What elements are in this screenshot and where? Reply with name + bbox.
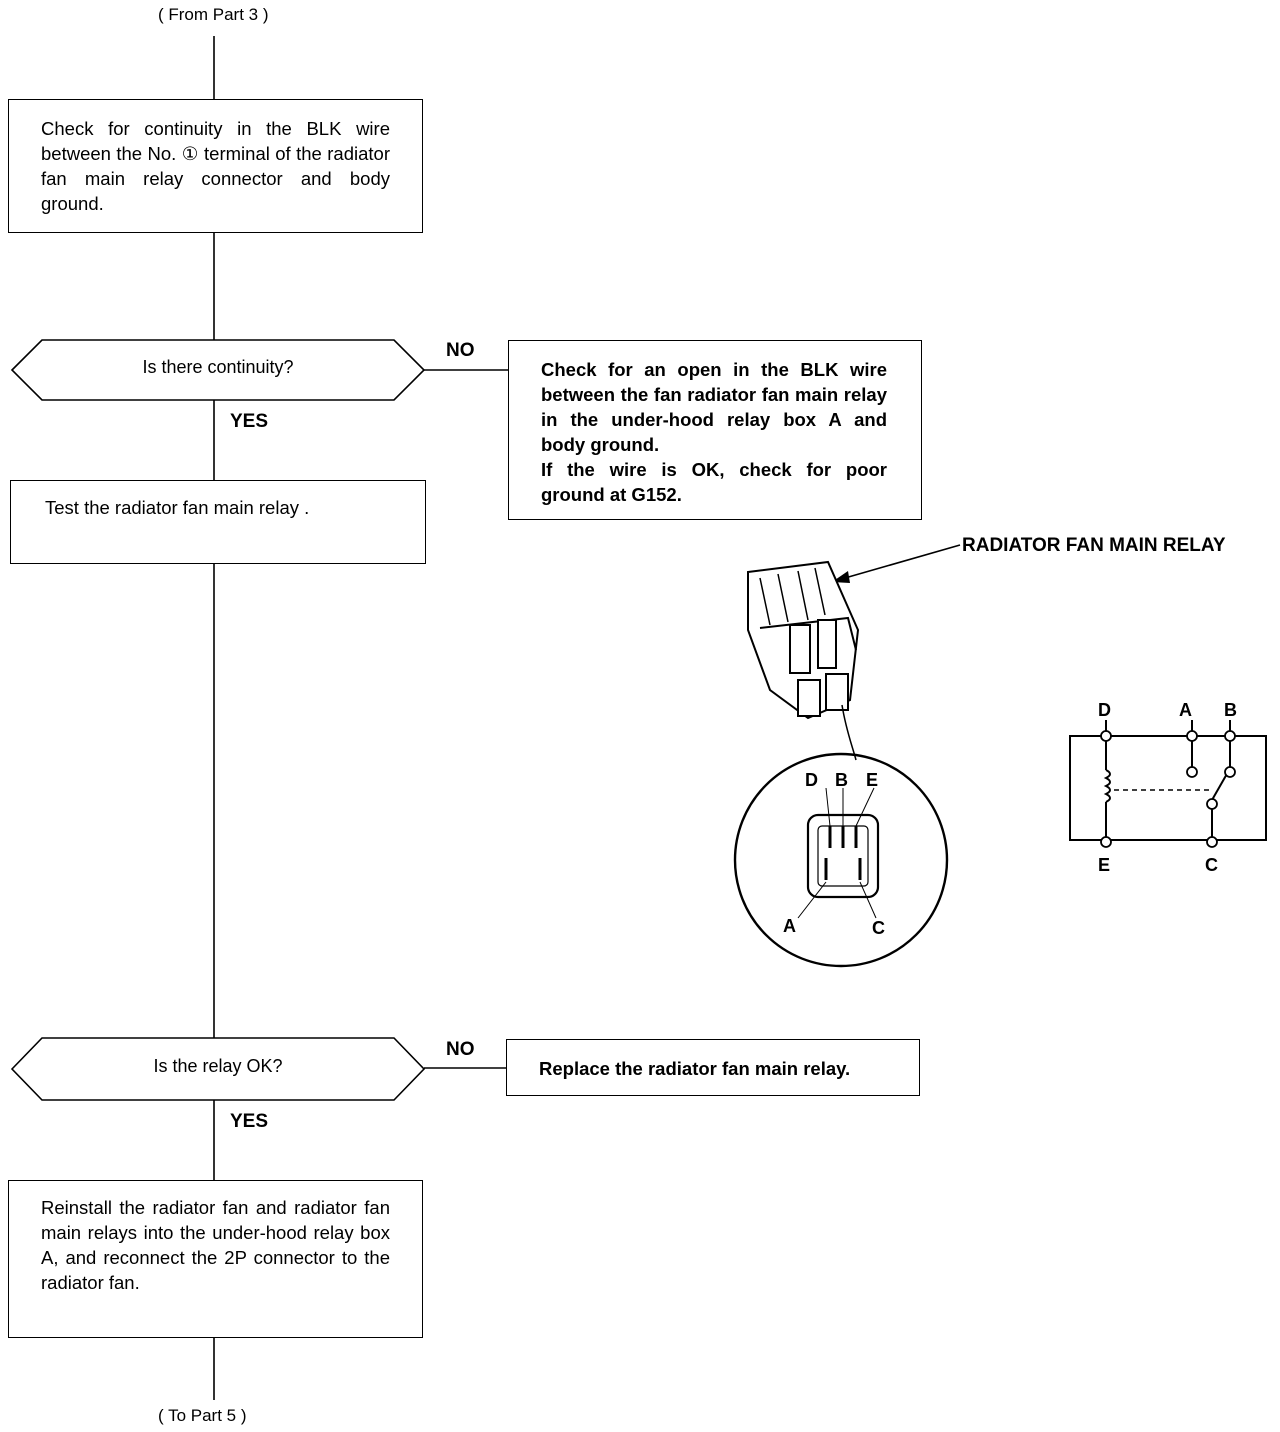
connector-pin-b: B [835, 770, 848, 790]
step-check-continuity-box: Check for continuity in the BLK wire bet… [8, 99, 423, 233]
outcome-open-check-text-1: Check for an open in the BLK wire betwee… [541, 359, 887, 455]
connector-pin-a: A [783, 916, 796, 936]
schematic-pin-a: A [1179, 700, 1192, 720]
schematic-pin-e: E [1098, 855, 1111, 875]
outcome-replace-relay-box: Replace the radiator fan main relay. [506, 1039, 920, 1096]
relay-schematic [1069, 720, 1267, 842]
yes-label-2: YES [230, 1111, 269, 1132]
no-label-2: NO [446, 1039, 475, 1060]
step-check-continuity-text: Check for continuity in the BLK wire bet… [41, 118, 390, 214]
schematic-pin-d: D [1098, 700, 1111, 720]
yes-label-1: YES [230, 411, 269, 432]
connector-pin-c: C [872, 918, 885, 938]
no-label-1: NO [446, 340, 475, 361]
connector-pin-d: D [805, 770, 818, 790]
schematic-pin-c: C [1205, 855, 1218, 875]
outcome-open-check-text-2: If the wire is OK, check for poor ground… [541, 459, 887, 505]
step-reinstall-box: Reinstall the radiator fan and radiator … [8, 1180, 423, 1338]
relay-illustration [747, 560, 860, 761]
step-test-relay-box: Test the radiator fan main relay . [10, 480, 426, 564]
schematic-pin-b: B [1224, 700, 1237, 720]
decision-shape-continuity [10, 339, 426, 401]
from-part-label: ( From Part 3 ) [158, 5, 269, 24]
decision-shape-relay-ok [10, 1037, 426, 1101]
relay-callout-label: RADIATOR FAN MAIN RELAY [962, 535, 1226, 556]
connector-pin-e: E [866, 770, 879, 790]
step-reinstall-text: Reinstall the radiator fan and radiator … [41, 1197, 390, 1293]
decision-relay-ok-text: Is the relay OK? [153, 1056, 283, 1076]
connector-face-circle [733, 752, 949, 968]
to-part-label: ( To Part 5 ) [158, 1406, 247, 1425]
step-test-relay-text: Test the radiator fan main relay . [45, 497, 310, 518]
outcome-open-check-box: Check for an open in the BLK wire betwee… [508, 340, 922, 520]
schematic-terminals [1100, 730, 1236, 848]
decision-continuity-text: Is there continuity? [142, 357, 294, 377]
callout-arrow-line [837, 544, 961, 581]
outcome-replace-relay-text: Replace the radiator fan main relay. [539, 1058, 851, 1079]
